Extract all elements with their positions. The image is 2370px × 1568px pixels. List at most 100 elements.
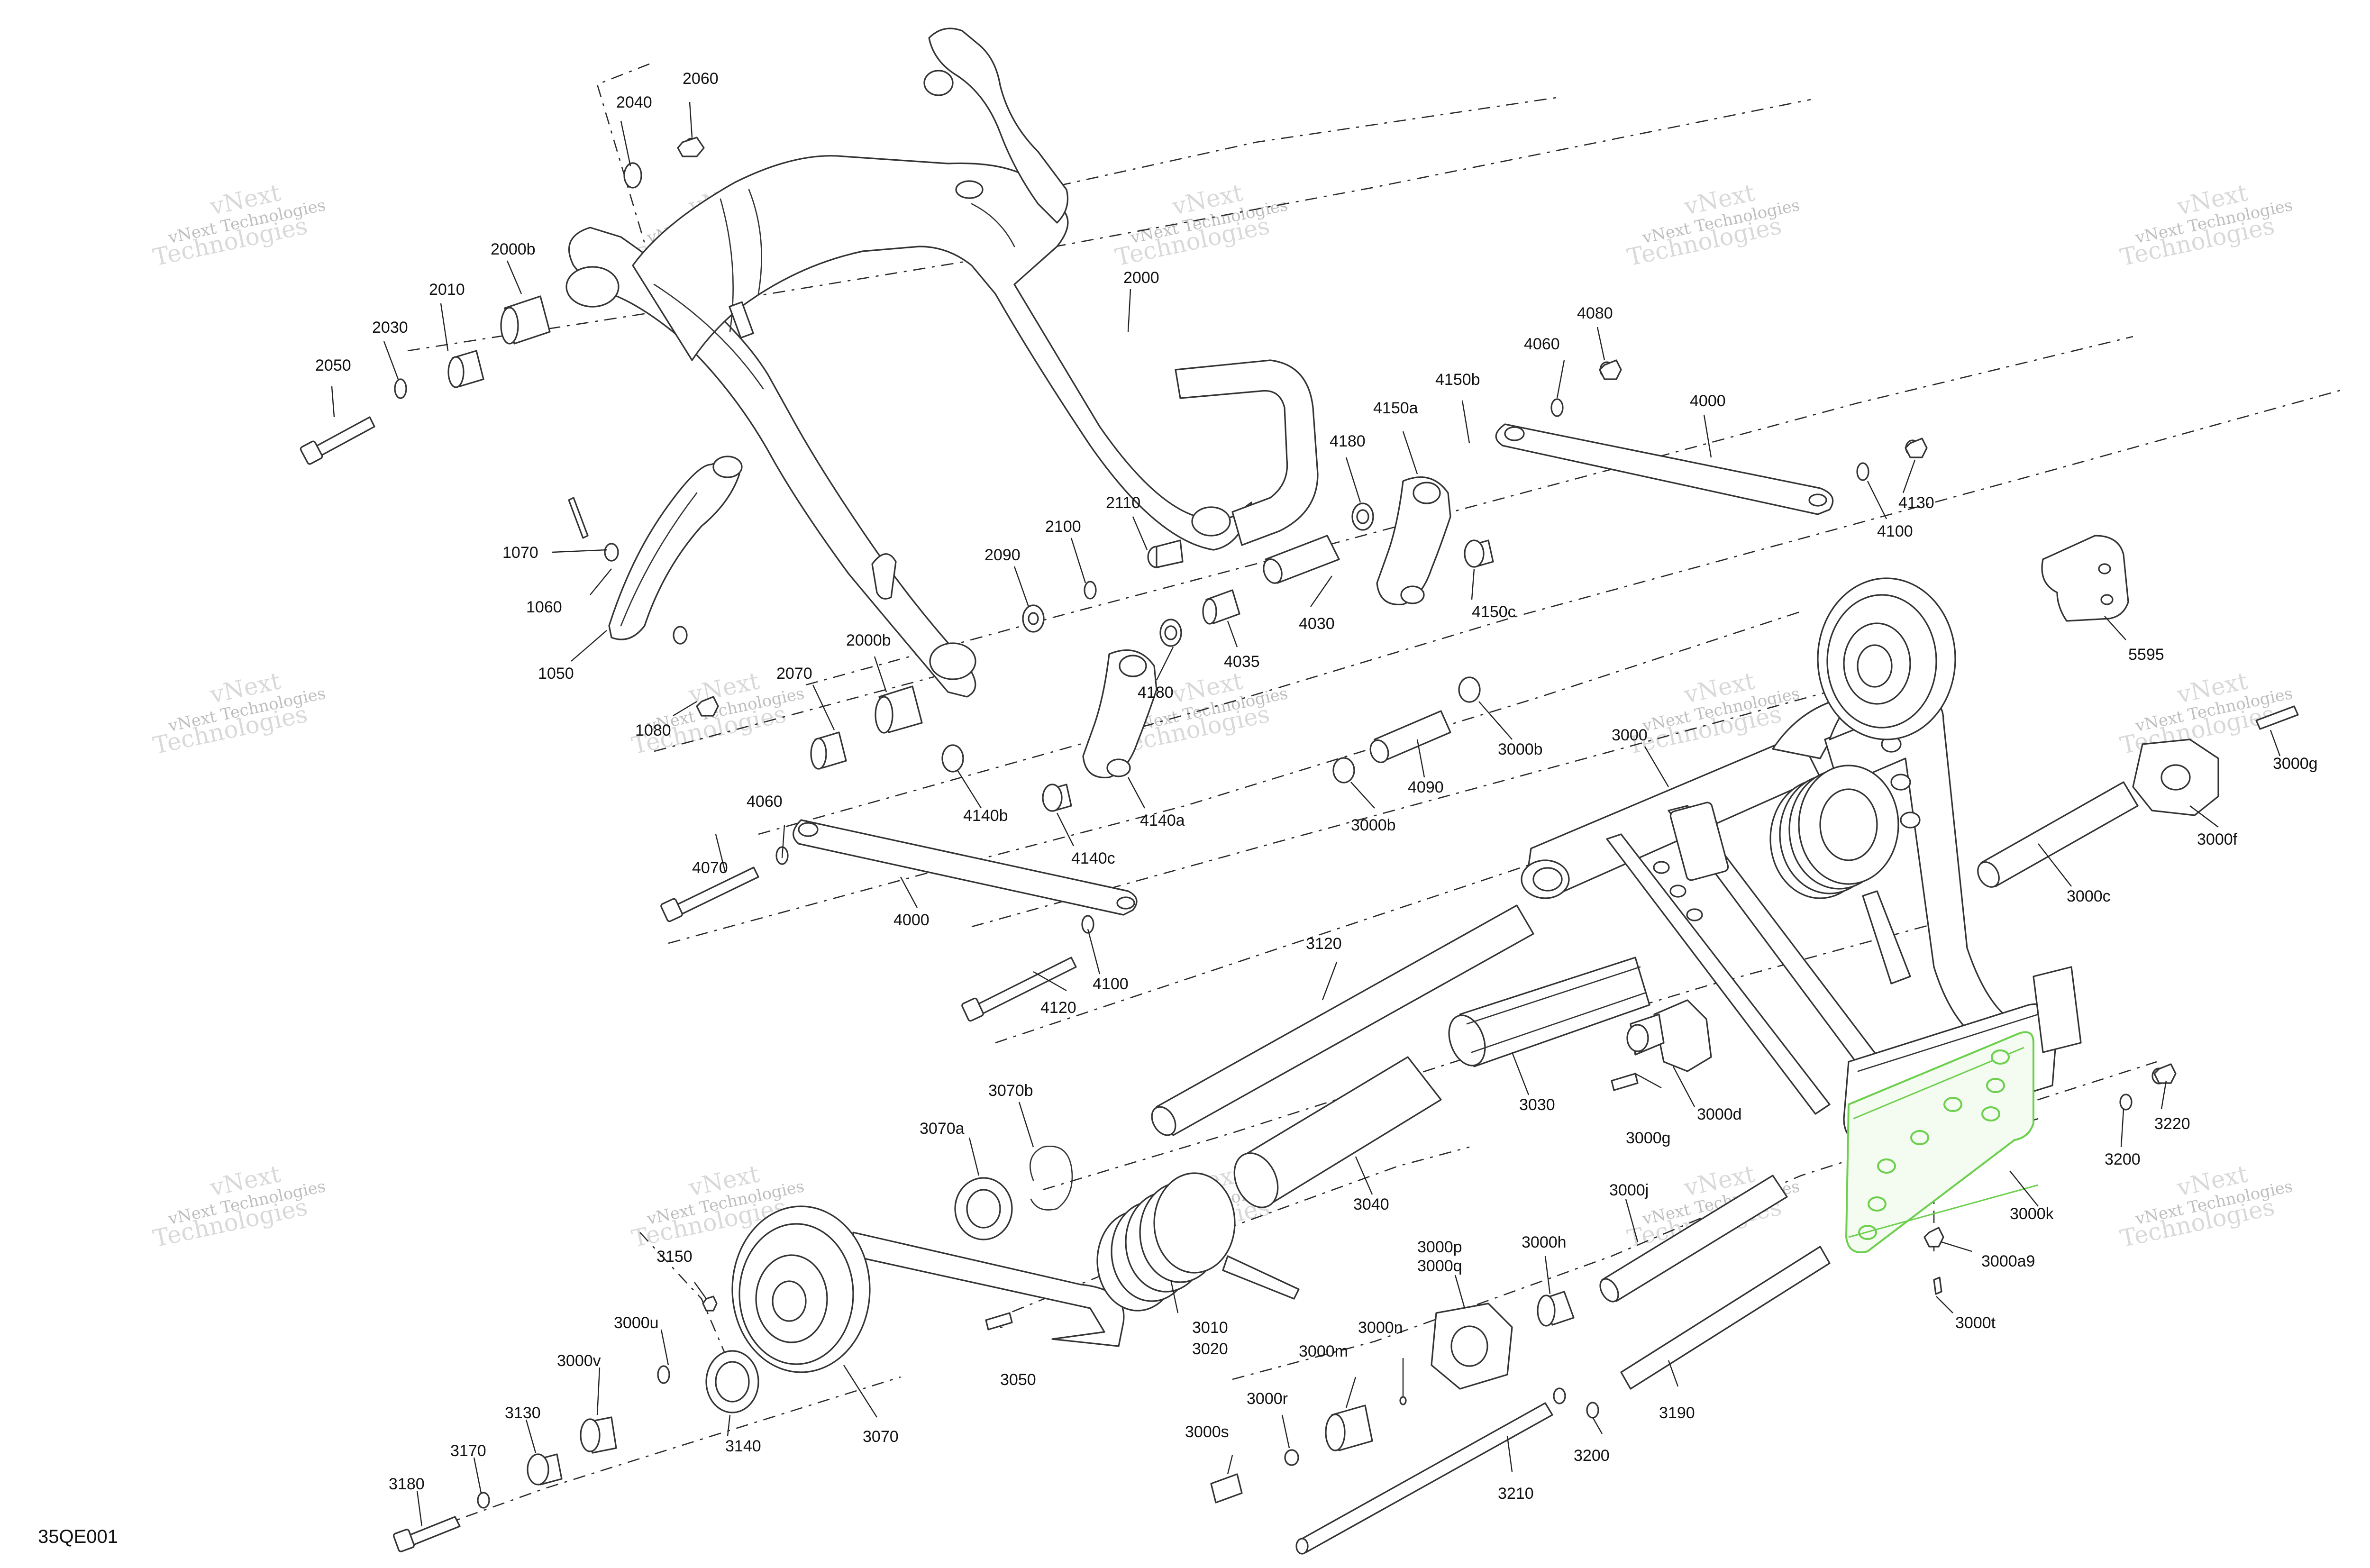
swing-arm-frame-3000 — [1521, 677, 2058, 1143]
link-rod-4000-upper — [1495, 423, 1834, 515]
callout-3000p: 3000p — [1417, 1238, 1462, 1256]
callout-3000s: 3000s — [1185, 1423, 1229, 1441]
callout-3120: 3120 — [1306, 935, 1342, 953]
callout-3210: 3210 — [1498, 1485, 1534, 1503]
bar-4030 — [1263, 535, 1340, 584]
bearing-3070a — [954, 1177, 1013, 1240]
callout-2100: 2100 — [1045, 518, 1081, 536]
callout-3200-lower: 3200 — [1574, 1447, 1610, 1465]
callout-3190: 3190 — [1659, 1404, 1695, 1422]
callout-4090: 4090 — [1408, 778, 1444, 796]
callout-3000g: 3000g — [1626, 1129, 1671, 1147]
bar-3000c — [1977, 781, 2139, 888]
tube-3040 — [1233, 1056, 1442, 1208]
callout-3000t: 3000t — [1955, 1314, 1996, 1332]
callout-2060: 2060 — [683, 70, 719, 88]
leader-lines — [331, 101, 2281, 1527]
callout-3000m: 3000m — [1299, 1342, 1348, 1360]
callout-2000b-lower: 2000b — [846, 631, 891, 649]
callout-1050: 1050 — [538, 665, 574, 683]
callout-3000f: 3000f — [2197, 830, 2238, 848]
bar-3000j — [1599, 1175, 1788, 1303]
tube-3120 — [1151, 904, 1534, 1136]
callout-3200: 3200 — [2105, 1150, 2141, 1168]
callout-3000j: 3000j — [1609, 1181, 1649, 1199]
callout-3070a: 3070a — [920, 1120, 965, 1138]
callout-3000b-upper: 3000b — [1498, 740, 1543, 758]
callout-3170: 3170 — [450, 1442, 486, 1460]
block-3000d — [1626, 999, 1712, 1072]
link-rod-4000-lower — [793, 819, 1138, 916]
callout-4000-lower: 4000 — [893, 911, 930, 929]
callout-3070b: 3070b — [988, 1082, 1033, 1100]
callout-3040: 3040 — [1353, 1195, 1389, 1213]
callout-1070: 1070 — [502, 544, 538, 562]
block-3000p — [1431, 1303, 1513, 1390]
callout-2070: 2070 — [776, 665, 812, 683]
callout-3000h: 3000h — [1522, 1233, 1567, 1251]
callout-1060: 1060 — [526, 598, 562, 616]
callout-3010: 3010 — [1192, 1319, 1228, 1337]
callout-3000r: 3000r — [1247, 1390, 1288, 1408]
callout-4150b: 4150b — [1435, 371, 1480, 389]
callout-2030: 2030 — [372, 319, 408, 337]
torsion-spring-upper — [1769, 765, 1911, 985]
diagram-code: 35QE001 — [38, 1526, 118, 1547]
rocker-arm-4150a — [1376, 476, 1451, 606]
callout-3000v: 3000v — [557, 1352, 601, 1370]
torsion-spring-lower — [852, 1172, 1300, 1347]
callout-3020: 3020 — [1192, 1340, 1228, 1358]
callout-3000a9: 3000a9 — [1981, 1252, 2035, 1270]
callout-2000: 2000 — [1123, 269, 1159, 287]
idler-wheel-upper — [1817, 577, 1956, 740]
bracket-5595 — [2041, 535, 2129, 622]
callout-4080: 4080 — [1577, 304, 1613, 322]
callout-4150a: 4150a — [1373, 399, 1418, 417]
small-hardware — [300, 137, 2299, 1552]
callout-5595: 5595 — [2128, 646, 2164, 664]
callout-3050: 3050 — [1000, 1371, 1036, 1389]
callout-4035: 4035 — [1224, 653, 1260, 671]
upper-arm-2000 — [565, 27, 1319, 698]
callout-3000b-lower: 3000b — [1351, 816, 1396, 834]
callout-2110: 2110 — [1106, 494, 1140, 512]
callout-4070: 4070 — [692, 859, 728, 877]
callout-4120: 4120 — [1040, 999, 1076, 1017]
callout-4000-upper: 4000 — [1690, 392, 1726, 410]
callout-labels: 2060 2040 2000b 2010 2030 2050 2000 1070… — [315, 70, 2318, 1503]
idler-wheel-lower-3070 — [731, 1205, 871, 1373]
callout-4130: 4130 — [1898, 494, 1934, 512]
rocker-arm-4140a — [1082, 649, 1158, 779]
callout-2050: 2050 — [315, 356, 351, 374]
callout-4140a: 4140a — [1140, 811, 1185, 830]
plate-3000k — [1845, 966, 2082, 1253]
callout-3150: 3150 — [656, 1248, 693, 1266]
callout-4060: 4060 — [1524, 335, 1560, 353]
callout-4060-lower: 4060 — [747, 793, 783, 811]
callout-3000: 3000 — [1612, 726, 1648, 744]
callout-3000n: 3000n — [1358, 1319, 1403, 1337]
callout-2000b: 2000b — [491, 240, 536, 258]
circlip-3070b — [1030, 1146, 1073, 1211]
callout-3030: 3030 — [1519, 1096, 1555, 1114]
callout-3000d: 3000d — [1697, 1105, 1742, 1123]
callout-1080: 1080 — [635, 721, 671, 739]
callout-4180: 4180 — [1330, 432, 1366, 450]
callout-4150c: 4150c — [1472, 603, 1516, 621]
callout-3180: 3180 — [389, 1475, 425, 1493]
callout-4100-lower: 4100 — [1093, 975, 1129, 993]
callout-3000u: 3000u — [614, 1314, 659, 1332]
callout-4140c: 4140c — [1071, 849, 1115, 867]
callout-4180-lower: 4180 — [1138, 684, 1174, 702]
callout-3130: 3130 — [505, 1404, 541, 1422]
callout-3000c: 3000c — [2067, 887, 2111, 905]
callout-3000q: 3000q — [1417, 1257, 1462, 1275]
shaft-3210 — [1295, 1402, 1553, 1555]
